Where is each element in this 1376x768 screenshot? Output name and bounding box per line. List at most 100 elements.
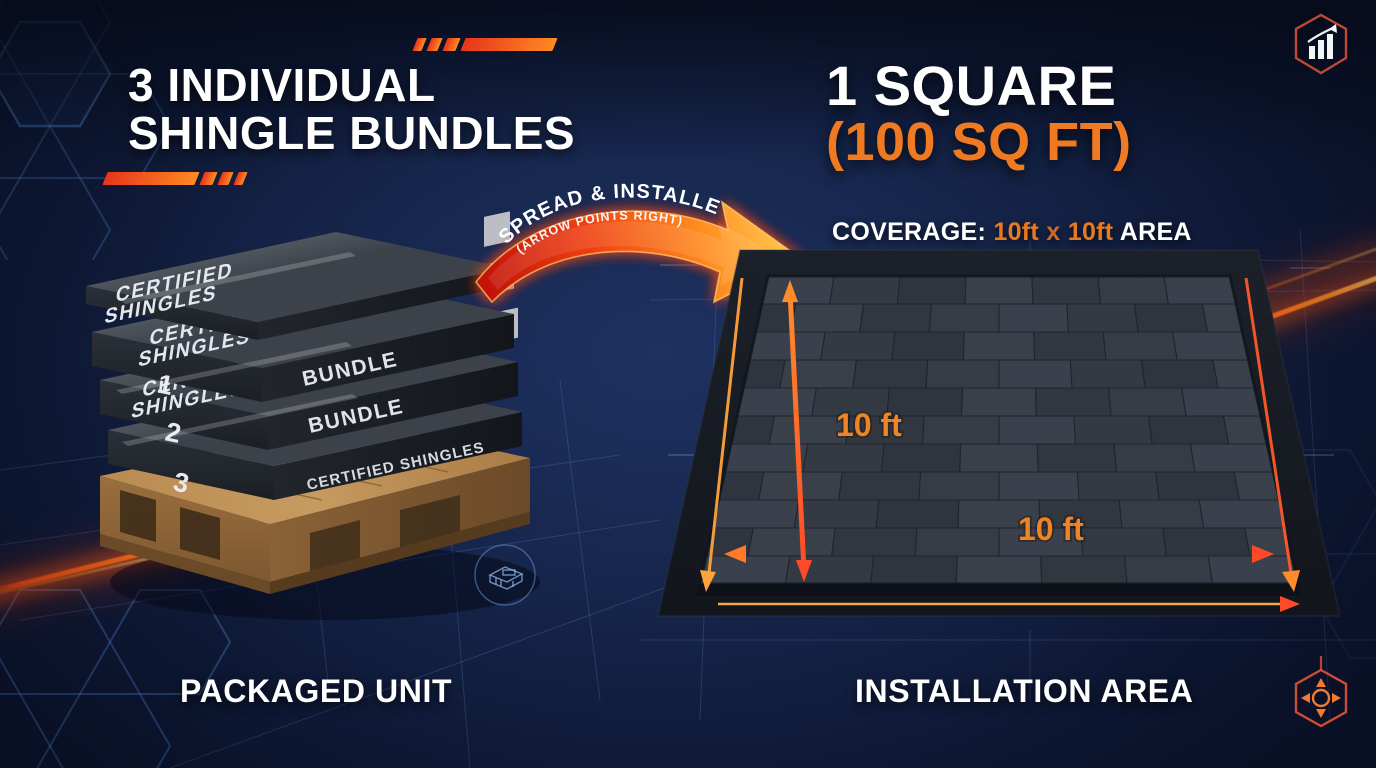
accent-slash — [199, 172, 218, 185]
shingle-tab — [1118, 499, 1205, 529]
shingle-tab — [998, 415, 1077, 445]
shingle-tab — [928, 303, 1000, 333]
shingle-tab — [870, 555, 958, 584]
left-caption: PACKAGED UNIT — [180, 673, 453, 709]
shingle-tab — [1066, 303, 1139, 333]
left-title-line1: 3 INDIVIDUAL — [128, 59, 436, 111]
shingle-tab — [748, 331, 826, 361]
pallet-with-bundles: 3 CERTIFIED SHINGLES 2 BUNDLE CERTIFIED … — [86, 211, 540, 620]
dimension-label-horizontal: 10 ft — [1018, 511, 1084, 547]
left-title-line2: SHINGLE BUNDLES — [128, 106, 576, 159]
shingle-tab — [955, 555, 1043, 584]
shingle-tab — [1155, 471, 1241, 501]
shingle-tab — [1076, 471, 1160, 501]
shingle-tab — [724, 443, 809, 473]
right-title-sub: (100 SQ FT) — [826, 112, 1132, 172]
bundle-2-number: 2 — [163, 417, 184, 449]
shingle-tab — [925, 359, 1000, 389]
shingle-tab — [1069, 359, 1146, 389]
shingle-tab — [1133, 303, 1209, 333]
shingle-tab — [1163, 276, 1237, 305]
outer-arrowhead-bottom-right — [1282, 570, 1300, 592]
right-title: 1 SQUARE (100 SQ FT) — [826, 58, 1296, 171]
shingle-tab — [998, 471, 1080, 501]
shingle-tab — [736, 387, 817, 417]
shingle-tab — [896, 276, 967, 305]
shingle-tab — [1181, 387, 1262, 417]
shingle-tab — [1148, 415, 1230, 445]
shingle-tab — [1172, 331, 1250, 361]
bundle-3-number: 3 — [171, 467, 192, 499]
shingle-tab — [1031, 276, 1102, 305]
bundle-1-number: 1 — [155, 369, 176, 401]
shingle-tab — [838, 471, 922, 501]
left-title: 3 INDIVIDUAL SHINGLE BUNDLES — [128, 59, 648, 159]
pallet-layers-icon — [474, 544, 536, 606]
shingle-tab — [918, 471, 1000, 501]
outer-arrowhead-bottom-left — [700, 570, 716, 592]
installation-area-diagram: 10 ft 10 ft — [656, 249, 1340, 617]
shingle-tab — [998, 359, 1073, 389]
right-title-big: 1 SQUARE — [826, 54, 1117, 117]
shingle-tab — [962, 331, 1036, 361]
shingle-tab — [1102, 331, 1178, 361]
coverage-suffix: AREA — [1119, 218, 1192, 246]
move-resize-hex-icon[interactable] — [1288, 656, 1354, 732]
background-top-shade — [0, 0, 1376, 160]
accent-bar-top — [412, 38, 558, 51]
shingle-tab — [1033, 331, 1107, 361]
coverage-prefix: COVERAGE: — [832, 218, 987, 246]
accent-long-bar — [460, 38, 558, 51]
shingle-tab — [1198, 499, 1287, 529]
dimension-label-vertical: 10 ft — [836, 407, 902, 443]
dimension-arrowhead-left — [724, 545, 746, 563]
shingle-tab — [959, 443, 1039, 473]
shingle-tab — [875, 499, 960, 529]
shingle-tab — [1034, 387, 1112, 417]
right-caption: INSTALLATION AREA — [855, 673, 1194, 709]
coverage-line: COVERAGE: 10ft x 10ft AREA — [832, 218, 1302, 247]
shingle-tab — [1040, 555, 1128, 584]
shingle-tab — [802, 443, 885, 473]
shingle-tab — [1140, 359, 1219, 389]
shingle-tab — [852, 359, 929, 389]
dimension-arrowhead-up — [782, 280, 798, 302]
shingle-tab — [793, 499, 880, 529]
coverage-multiply: x — [1046, 218, 1061, 246]
shingle-tab — [1107, 387, 1187, 417]
shingle-tab — [961, 387, 1037, 417]
accent-long-bar — [102, 172, 200, 185]
shingle-tab — [1073, 415, 1153, 445]
coverage-dim2: 10ft — [1067, 218, 1114, 246]
shingle-tab — [1123, 555, 1214, 584]
accent-slash — [426, 38, 443, 51]
spread-installed-arrow: SPREAD & INSTALLED (ARROW POINTS RIGHT) — [462, 169, 802, 304]
shingle-tab — [1097, 276, 1170, 305]
accent-slash — [217, 172, 234, 185]
accent-slash — [412, 38, 427, 51]
shingle-tab — [820, 331, 896, 361]
accent-bar-bottom — [102, 172, 248, 185]
dimension-arrowhead-down — [796, 560, 812, 582]
dimension-arrowhead-right — [1252, 545, 1274, 563]
dimension-arrow-vertical — [787, 291, 807, 571]
shingle-tab — [998, 303, 1070, 333]
growth-chart-hex-icon[interactable] — [1290, 12, 1352, 78]
shingle-tab — [891, 331, 965, 361]
shingle-tab — [1113, 443, 1196, 473]
accent-slash — [442, 38, 461, 51]
shingle-field — [700, 276, 1298, 584]
shingle-tab — [880, 443, 962, 473]
shingle-tab — [859, 303, 932, 333]
shingle-tab — [761, 276, 835, 305]
shingle-tab — [711, 499, 800, 529]
shingle-tab — [1189, 443, 1274, 473]
shingle-tab — [1036, 443, 1118, 473]
shingle-tab — [789, 303, 865, 333]
shingle-tab — [828, 276, 901, 305]
bundle-stack-top: CERTIFIED SHINGLES — [86, 232, 508, 340]
outer-arrowhead-bottom — [1280, 596, 1300, 612]
coverage-dim1: 10ft — [993, 218, 1040, 246]
shingle-tab — [964, 276, 1034, 305]
